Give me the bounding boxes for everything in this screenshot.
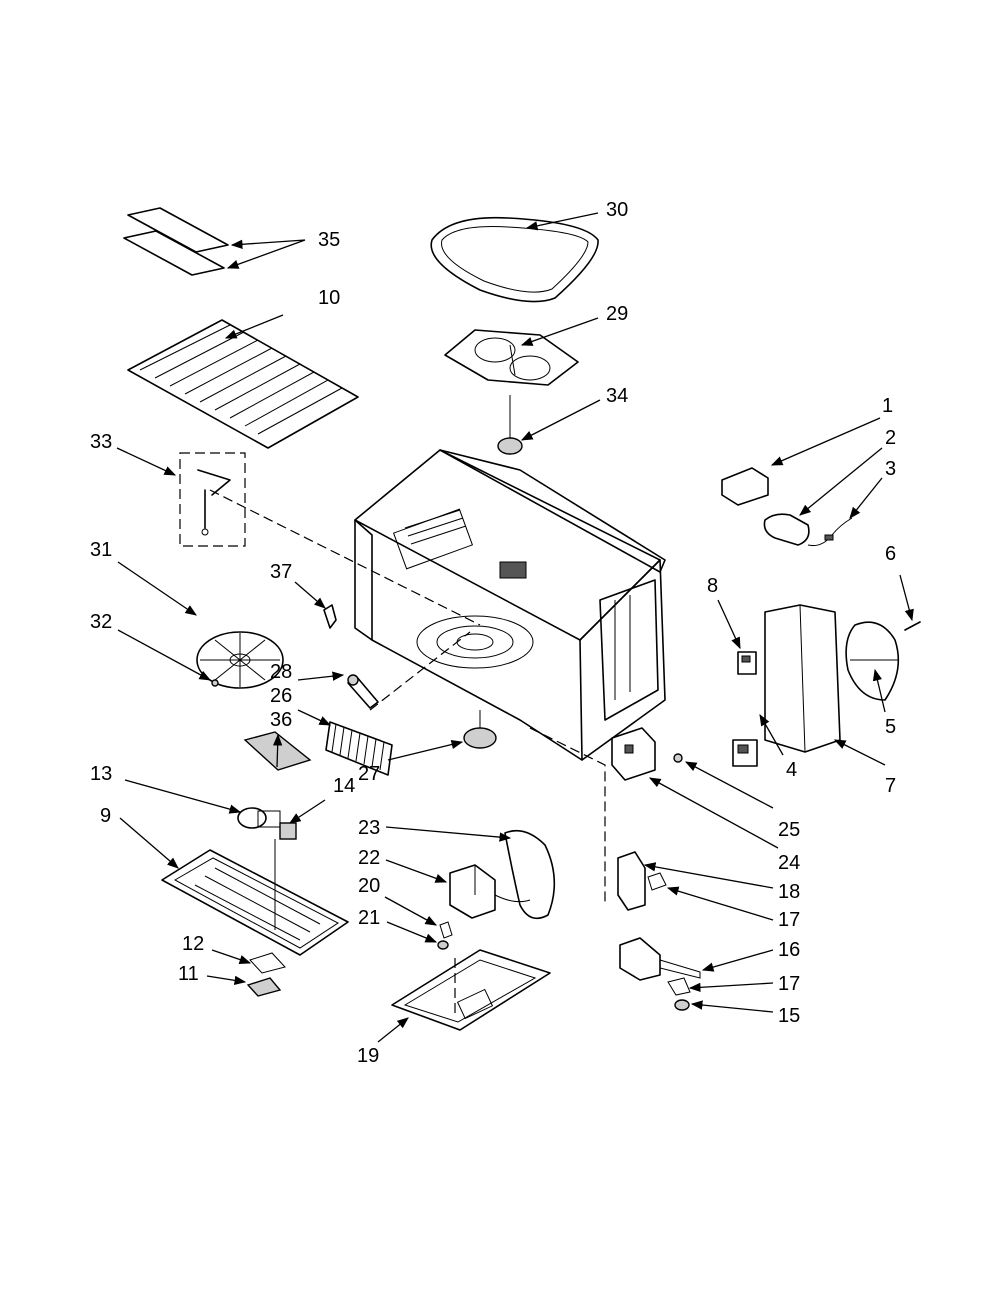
callout-31: 31 xyxy=(90,539,112,561)
callout-37: 37 xyxy=(270,561,292,583)
callout-23: 23 xyxy=(358,817,380,839)
diode xyxy=(807,517,853,546)
callout-24: 24 xyxy=(778,852,800,874)
callout-28: 28 xyxy=(270,661,292,683)
callout-3: 3 xyxy=(885,458,896,480)
light-lens xyxy=(249,952,286,974)
heater-fins xyxy=(325,721,393,776)
stirrer-blade xyxy=(196,631,284,689)
callout-12: 12 xyxy=(182,933,204,955)
callout-16: 16 xyxy=(778,939,800,961)
callout-30: 30 xyxy=(606,199,628,221)
turntable-coupler xyxy=(497,395,523,455)
callout-33: 33 xyxy=(90,431,112,453)
callout-9: 9 xyxy=(100,805,111,827)
clip xyxy=(323,604,337,629)
vent-motor xyxy=(237,807,281,829)
callout-18: 18 xyxy=(778,881,800,903)
capacitor xyxy=(763,513,810,546)
callout-13: 13 xyxy=(90,763,112,785)
turntable-support xyxy=(444,329,579,386)
callout-5: 5 xyxy=(885,716,896,738)
callout-10: 10 xyxy=(318,287,340,309)
callout-34: 34 xyxy=(606,385,628,407)
fitting xyxy=(439,921,453,939)
fan-screw xyxy=(904,621,921,631)
lens-cover xyxy=(246,977,282,997)
callout-17-lower: 17 xyxy=(778,973,800,995)
callout-29: 29 xyxy=(606,303,628,325)
dash-line-switch xyxy=(529,727,606,905)
callout-14: 14 xyxy=(333,775,355,797)
callout-4: 4 xyxy=(786,759,797,781)
callout-15: 15 xyxy=(778,1005,800,1027)
switch-bracket-upper xyxy=(617,851,667,911)
transformer xyxy=(449,864,531,919)
callout-27: 27 xyxy=(358,763,380,785)
dash-line-lever xyxy=(369,631,471,711)
callout-25: 25 xyxy=(778,819,800,841)
callout-36: 36 xyxy=(270,709,292,731)
fan-blade xyxy=(845,621,900,701)
bracket-assembly xyxy=(179,452,246,547)
callout-20: 20 xyxy=(358,875,380,897)
callout-21: 21 xyxy=(358,907,380,929)
callout-35: 35 xyxy=(318,229,340,251)
callout-labels: 1 2 3 4 5 6 7 8 9 10 11 12 13 14 15 16 1… xyxy=(90,199,896,1067)
switch-bracket-lower xyxy=(619,937,701,1011)
waveguide-cover xyxy=(504,829,556,920)
switch-lower xyxy=(732,739,758,767)
callout-19: 19 xyxy=(357,1045,379,1067)
capacitor-clip xyxy=(721,467,769,506)
switch-upper xyxy=(737,651,757,675)
stirrer-screw xyxy=(211,679,219,687)
tray-gasket xyxy=(430,216,599,303)
callout-17-upper: 17 xyxy=(778,909,800,931)
lamp-socket xyxy=(274,822,297,930)
nut xyxy=(437,940,449,950)
callout-leaders xyxy=(116,212,914,1043)
callout-26: 26 xyxy=(270,685,292,707)
fan-bracket xyxy=(764,604,841,753)
vent-grille xyxy=(161,849,349,956)
relay-block xyxy=(611,727,656,781)
callout-22: 22 xyxy=(358,847,380,869)
stirrer-lever xyxy=(347,674,379,709)
turntable-motor xyxy=(463,710,497,749)
callout-11: 11 xyxy=(178,963,199,985)
callout-32: 32 xyxy=(90,611,112,633)
base-plate xyxy=(391,949,551,1031)
main-cavity-assembly xyxy=(354,449,666,761)
callout-1: 1 xyxy=(882,395,893,417)
callout-6: 6 xyxy=(885,543,896,565)
charcoal-filters xyxy=(123,207,229,276)
grease-filter-grid xyxy=(127,319,359,449)
callout-8: 8 xyxy=(707,575,718,597)
callout-2: 2 xyxy=(885,427,896,449)
screw xyxy=(673,753,683,763)
dash-line-bracket xyxy=(209,489,481,626)
callout-7: 7 xyxy=(885,775,896,797)
